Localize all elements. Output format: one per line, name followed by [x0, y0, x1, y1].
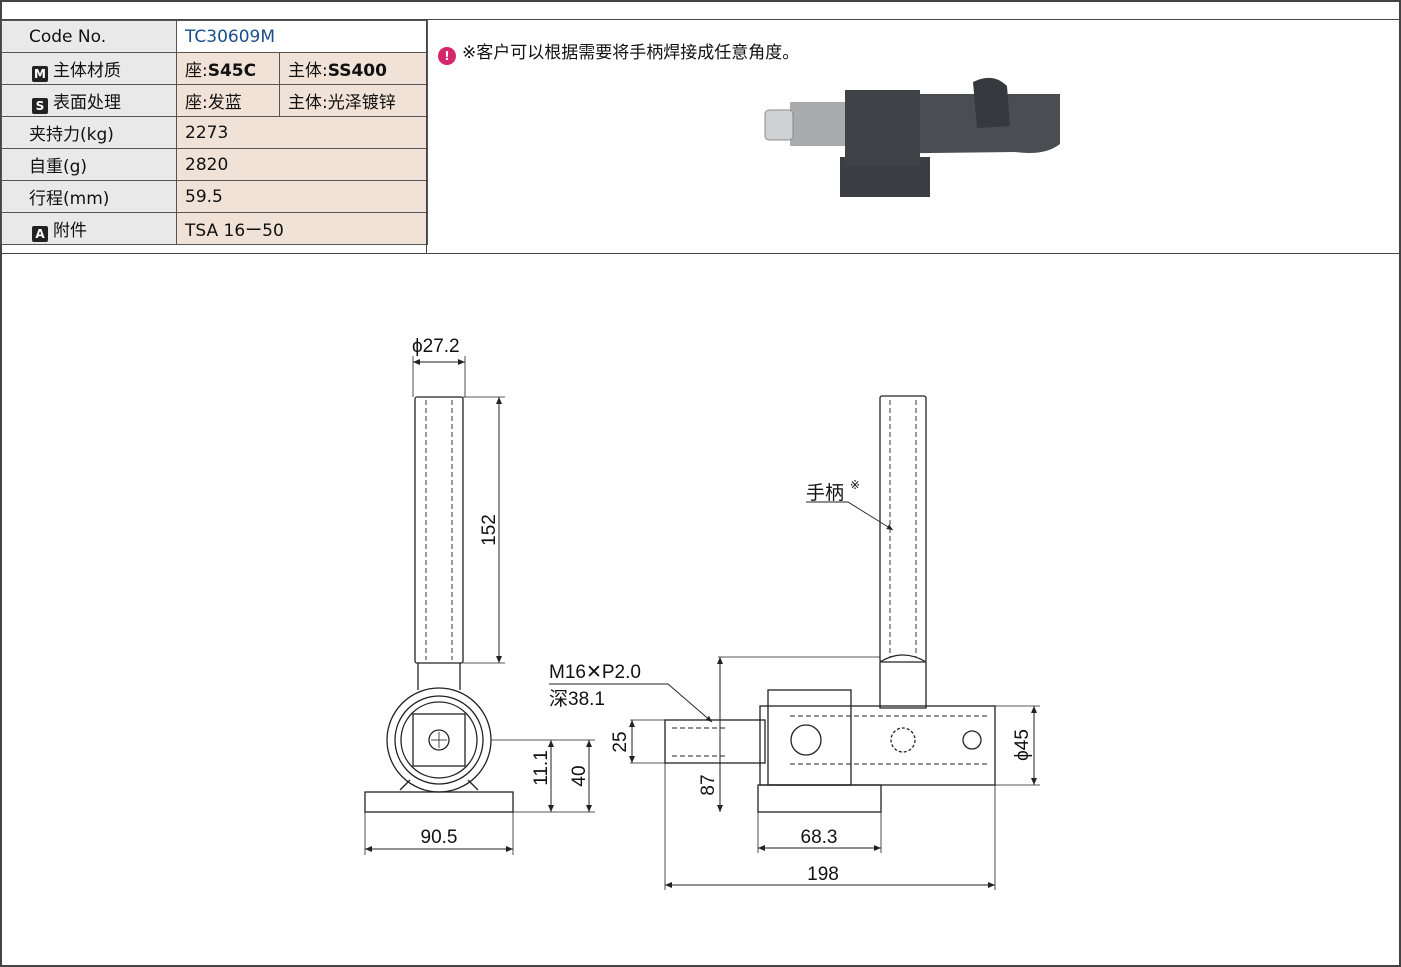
- table-row: 夹持力(kg) 2273: [1, 116, 428, 149]
- table-row: 行程(mm) 59.5: [1, 180, 428, 213]
- photo-shaft: [790, 102, 850, 146]
- handle-front-view: [879, 395, 927, 663]
- surface-seat: 座:发蓝: [176, 84, 280, 117]
- note: ! ※客户可以根据需要将手柄焊接成任意角度。: [438, 38, 799, 65]
- accessory-icon: A: [32, 225, 48, 242]
- alert-icon: !: [438, 47, 456, 65]
- material-label: M 主体材质: [1, 52, 177, 85]
- code-value: TC30609M: [176, 20, 428, 53]
- material-body: 主体:SS400: [279, 52, 428, 85]
- force-value: 2273: [176, 116, 428, 149]
- dim-body-diameter: ϕ45: [1012, 729, 1033, 761]
- thread-depth: 深38.1: [549, 688, 605, 710]
- dim-base-width: 90.5: [421, 827, 458, 848]
- handle-label: 手柄: [806, 482, 844, 504]
- dim-handle-length: 152: [479, 514, 500, 546]
- dim-total-length: 198: [807, 864, 839, 885]
- accessory-label-text: 附件: [53, 220, 87, 241]
- material-body-prefix: 主体:: [288, 61, 328, 81]
- stroke-label: 行程(mm): [1, 180, 177, 213]
- table-row: Code No. TC30609M: [1, 20, 428, 53]
- base-side-view: [364, 791, 514, 813]
- handle-mark: ※: [850, 478, 860, 492]
- dim-rod-diameter: 25: [610, 731, 631, 752]
- dim-base-length: 68.3: [801, 827, 838, 848]
- material-seat-prefix: 座:: [185, 61, 208, 81]
- dim-center-height: 11.1: [531, 750, 552, 786]
- material-icon: M: [32, 65, 48, 82]
- table-row: A 附件 TSA 16ー50: [1, 212, 428, 245]
- surface-icon: S: [32, 97, 48, 114]
- material-seat: 座:S45C: [176, 52, 280, 85]
- material-seat-value: S45C: [207, 61, 257, 81]
- table-row: 自重(g) 2820: [1, 148, 428, 181]
- thread-spec: M16✕P2.0: [549, 662, 641, 683]
- top-strip: [0, 0, 1401, 20]
- section-divider: [0, 253, 1401, 254]
- dim-handle-diameter: ϕ27.2: [412, 336, 460, 357]
- product-photo: [764, 77, 1060, 197]
- weight-value: 2820: [176, 148, 428, 181]
- surface-label: S 表面处理: [1, 84, 177, 117]
- accessory-value: TSA 16ー50: [176, 212, 428, 245]
- table-row: M 主体材质 座:S45C 主体:SS400: [1, 52, 428, 85]
- dim-height: 40: [569, 765, 590, 786]
- table-row: S 表面处理 座:发蓝 主体:光泽镀锌: [1, 84, 428, 117]
- surface-label-text: 表面处理: [53, 92, 121, 113]
- dim-87: 87: [698, 774, 719, 795]
- material-label-text: 主体材质: [53, 60, 121, 81]
- stroke-value: 59.5: [176, 180, 428, 213]
- photo-nut: [764, 109, 794, 141]
- note-text: ※客户可以根据需要将手柄焊接成任意角度。: [462, 43, 800, 63]
- base-front-view: [757, 784, 882, 813]
- threaded-rod: [664, 719, 766, 764]
- photo-handle: [973, 77, 1010, 128]
- seat-block: [767, 689, 852, 786]
- column-separator: [426, 20, 427, 253]
- photo-seat: [845, 90, 920, 166]
- force-label: 夹持力(kg): [1, 116, 177, 149]
- body-cylinder: [759, 705, 996, 786]
- material-body-value: SS400: [327, 61, 387, 81]
- handle-side-view: [414, 396, 464, 664]
- surface-body: 主体:光泽镀锌: [279, 84, 428, 117]
